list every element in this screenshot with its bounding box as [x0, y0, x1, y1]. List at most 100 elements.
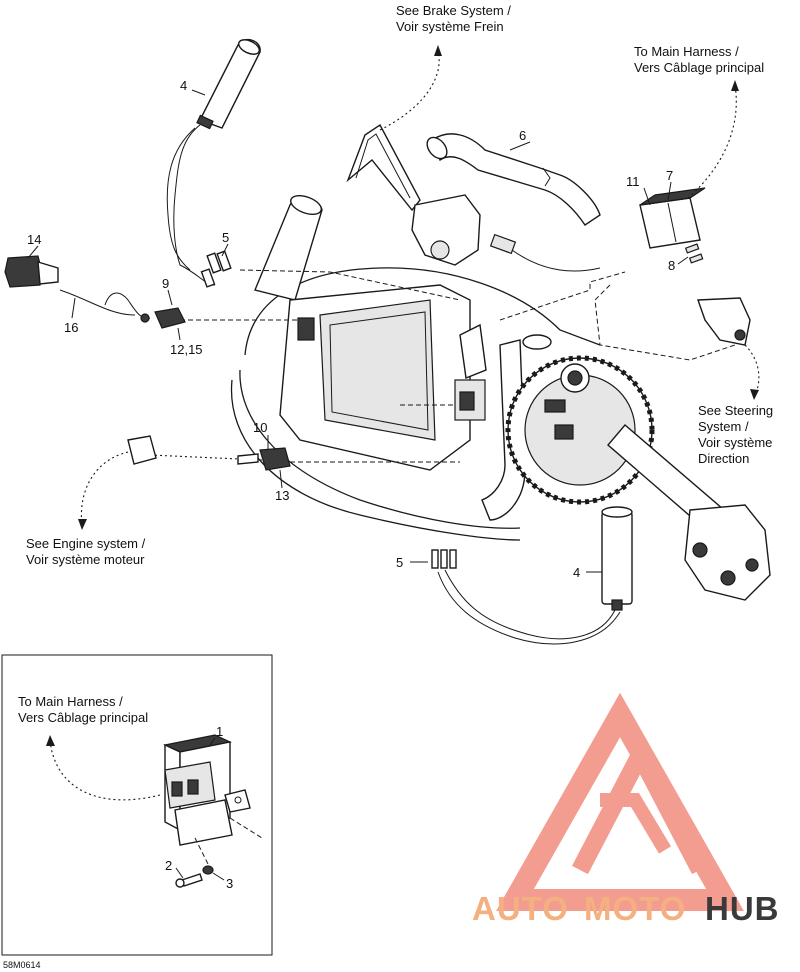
- label-1: 1: [216, 724, 223, 739]
- right-tube-end: [522, 334, 552, 350]
- connector-9: [154, 307, 186, 329]
- watermark-logo: [496, 692, 744, 911]
- wiring: [59, 124, 736, 645]
- leader-6: [509, 141, 531, 151]
- wire-14-16: [59, 289, 136, 316]
- label-11: 11: [626, 174, 640, 189]
- label-3: 3: [226, 876, 233, 891]
- connector-10: [259, 447, 291, 471]
- engine-switch: [127, 435, 157, 465]
- leader-12-15: [177, 327, 181, 341]
- cluster-screen: [319, 299, 436, 441]
- wire-4-bottom-2: [437, 571, 621, 645]
- connector-14-body: [4, 255, 43, 288]
- inset-harness-line-2: Vers Câblage principal: [18, 710, 148, 725]
- watermark-glyph: [600, 793, 672, 854]
- callout-brake-text: See Brake System / Voir système Frein: [396, 3, 511, 34]
- module-7-top: [639, 187, 706, 206]
- inset-bracket-hole: [234, 796, 242, 804]
- part-10-13-connector: [237, 447, 291, 471]
- leader-2: [175, 867, 184, 879]
- engine-line-2: Voir système moteur: [26, 552, 145, 567]
- inset-bracket-line: [229, 817, 263, 839]
- handlebar-lower-loop-2: [230, 379, 521, 541]
- label-13: 13: [275, 488, 289, 503]
- arrow-engine: [80, 451, 129, 526]
- main-harness-line-2: Vers Câblage principal: [634, 60, 764, 75]
- label-16: 16: [64, 320, 78, 335]
- label-12-15: 12,15: [170, 342, 203, 357]
- module-7-body: [639, 197, 701, 249]
- label-6: 6: [519, 128, 526, 143]
- label-8: 8: [668, 258, 675, 273]
- steering-line-2: System /: [698, 419, 749, 434]
- steering-link-bolt: [734, 329, 746, 341]
- leader-9: [167, 289, 173, 306]
- pin-5b: [216, 250, 232, 272]
- brake-cylinder-port: [430, 240, 450, 260]
- arrow-main-harness: [687, 84, 737, 199]
- cluster-lever: [459, 323, 487, 379]
- heater-grip-bottom-end: [601, 506, 633, 518]
- inset-bracket: [174, 799, 233, 846]
- arrow-steering: [744, 344, 760, 396]
- watermark-word-auto: AUTO: [472, 890, 569, 927]
- inset-border: [1, 654, 273, 956]
- inset-connector-pin-1: [171, 781, 183, 797]
- bracket-bolt-2: [720, 570, 736, 586]
- inset-box: [1, 654, 273, 956]
- handlebar-upper-loop: [244, 267, 601, 356]
- brake-hose: [511, 249, 601, 272]
- cluster-screen-inner: [329, 311, 429, 431]
- callout-main-harness-text: To Main Harness / Vers Câblage principal: [634, 44, 764, 75]
- inset-screw-head: [175, 878, 185, 888]
- inset-connector-pin-2: [187, 779, 199, 795]
- diagram-code: 58M0614: [3, 960, 41, 970]
- wire-engine: [149, 454, 263, 461]
- steering-line-3: Voir système: [698, 435, 772, 450]
- label-2: 2: [165, 858, 172, 873]
- hose-6: [431, 133, 601, 226]
- watermark-word-moto: MOTO: [584, 890, 686, 927]
- part-5-bottom-pins: [431, 549, 457, 569]
- pin-5e: [440, 549, 448, 569]
- wire-top-right: [499, 271, 626, 321]
- wire-4-bottom: [444, 569, 616, 640]
- module-7-divider: [667, 202, 677, 243]
- heater-grip-top-collar: [196, 114, 214, 130]
- brake-fitting: [489, 233, 517, 255]
- part-number-labels: 4 5 6 7 8 9 10 11 12,15 13 14 16 5 4 1 2…: [27, 78, 675, 891]
- instrument-cluster: [279, 284, 487, 471]
- pin-5c: [200, 268, 216, 288]
- label-14: 14: [27, 232, 41, 247]
- hose-6-end: [426, 136, 448, 160]
- module-7-11: [639, 187, 706, 264]
- bracket-bolt-3: [745, 558, 759, 572]
- sprocket-teeth: [505, 355, 655, 505]
- main-harness-line-1: To Main Harness /: [634, 44, 739, 59]
- watermark-word-hub: HUB: [705, 890, 780, 927]
- inset-screw-line: [194, 837, 211, 869]
- label-5-top: 5: [222, 230, 229, 245]
- connector-12-15: [140, 313, 150, 323]
- handlebar-assembly: [230, 195, 601, 541]
- engine-switch-body: [127, 435, 157, 465]
- part-8-pin-1: [684, 243, 700, 254]
- leader-7: [667, 181, 672, 201]
- leader-lines: [27, 89, 689, 573]
- label-5-bottom: 5: [396, 555, 403, 570]
- brake-master-cylinder: [411, 194, 481, 266]
- label-10: 10: [253, 420, 267, 435]
- pin-5a: [206, 252, 222, 274]
- inset-washer-3: [202, 865, 214, 875]
- arrow-brake: [379, 49, 440, 131]
- sprocket-cap-center: [567, 370, 583, 386]
- callout-steering-text: See Steering System / Voir système Direc…: [698, 403, 773, 466]
- leader-11: [643, 187, 651, 206]
- arrow-brake-head: [434, 45, 442, 56]
- heater-grip-bottom-collar: [611, 599, 623, 611]
- label-9: 9: [162, 276, 169, 291]
- steering-line-4: Direction: [698, 451, 749, 466]
- part-8-pin-2: [688, 253, 704, 264]
